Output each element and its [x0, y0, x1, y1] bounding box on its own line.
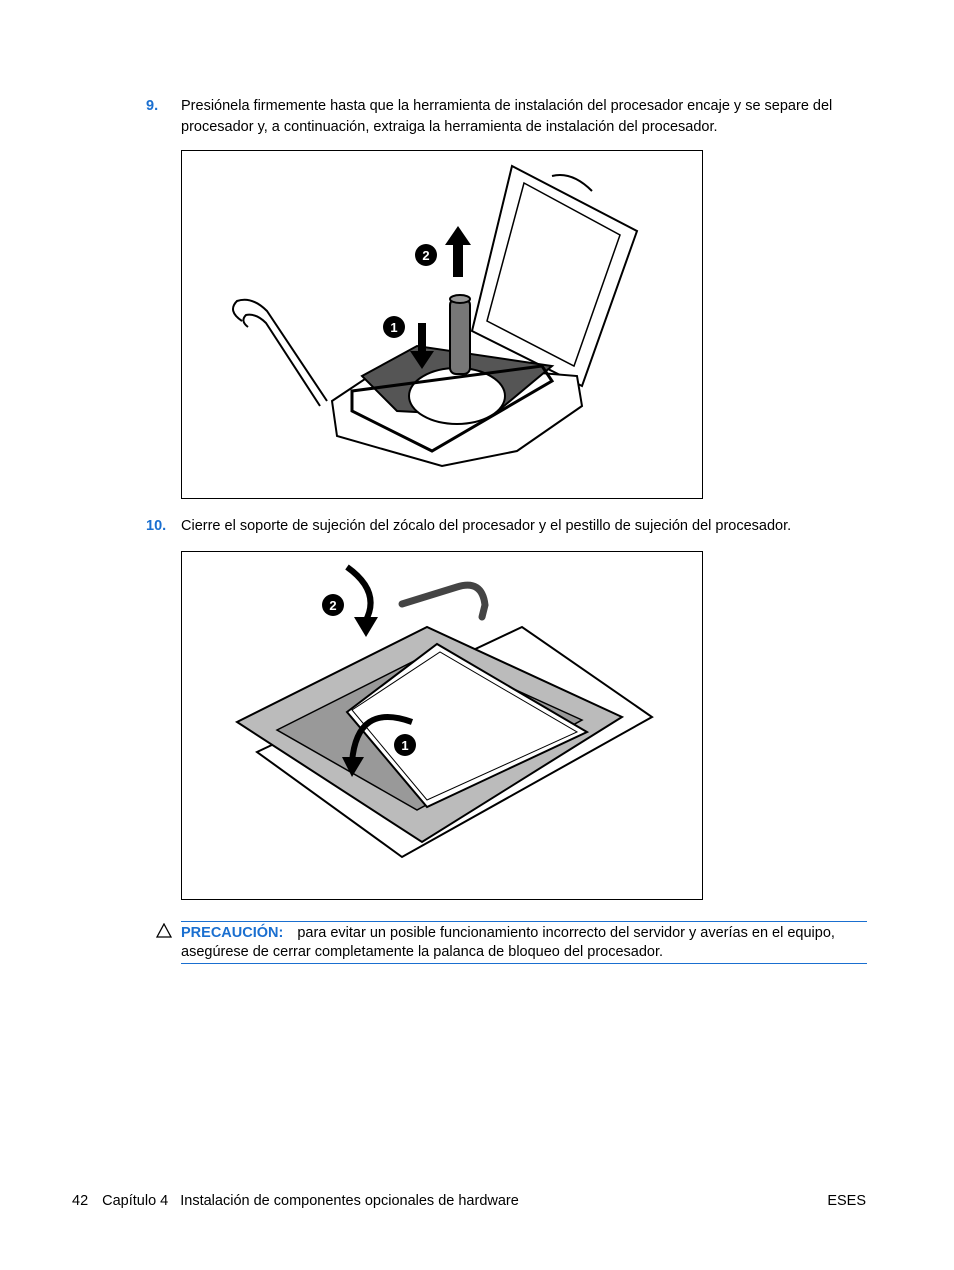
arrow-curve-2 [345, 564, 374, 624]
caution-text: para evitar un posible funcionamiento in… [181, 925, 835, 960]
caution-label: PRECAUCIÓN: [181, 925, 284, 941]
page-footer: 42 Capítulo 4 Instalación de componentes o… [72, 1193, 519, 1209]
socket-closing-illustration: 1 2 [234, 564, 654, 859]
arrow-head-1 [342, 757, 364, 777]
callout-1-label: 1 [390, 320, 397, 335]
step-number: 9. [146, 98, 159, 114]
step-number: 10. [146, 518, 167, 534]
step-text: Presiónela firmemente hasta que la herra… [181, 98, 833, 135]
figure-remove-install-tool: 1 2 [181, 150, 703, 499]
callout-1: 1 [383, 316, 405, 338]
callout-2: 2 [322, 594, 344, 616]
load-plate-open [470, 164, 639, 388]
page-number: 42 [72, 1193, 89, 1209]
socket-tool-illustration: 1 2 [232, 164, 639, 468]
callout-1-label: 1 [401, 738, 408, 753]
arrow-down [410, 323, 434, 369]
callout-2-label: 2 [422, 248, 429, 263]
arrow-up [445, 226, 471, 277]
chapter-title: Instalación de componentes opcionales de… [180, 1193, 519, 1209]
lever-arm [232, 298, 328, 407]
callout-2-label: 2 [329, 598, 336, 613]
warning-triangle-icon [156, 923, 172, 938]
caution-box: PRECAUCIÓN:para evitar un posible funcio… [181, 921, 867, 964]
lever-arm [398, 581, 489, 621]
step-text: Cierre el soporte de sujeción del zócalo… [181, 518, 792, 534]
footer-locale: ESES [827, 1193, 866, 1209]
callout-1: 1 [394, 734, 416, 756]
chapter-label: Capítulo 4 [102, 1193, 169, 1209]
install-tool [449, 294, 471, 375]
arrow-head-2 [354, 617, 378, 637]
arrow-curve-1 [349, 714, 414, 763]
socket-frame [330, 344, 584, 468]
processor [345, 642, 590, 809]
figure-close-bracket: 1 2 [181, 551, 703, 900]
callout-2: 2 [415, 244, 437, 266]
